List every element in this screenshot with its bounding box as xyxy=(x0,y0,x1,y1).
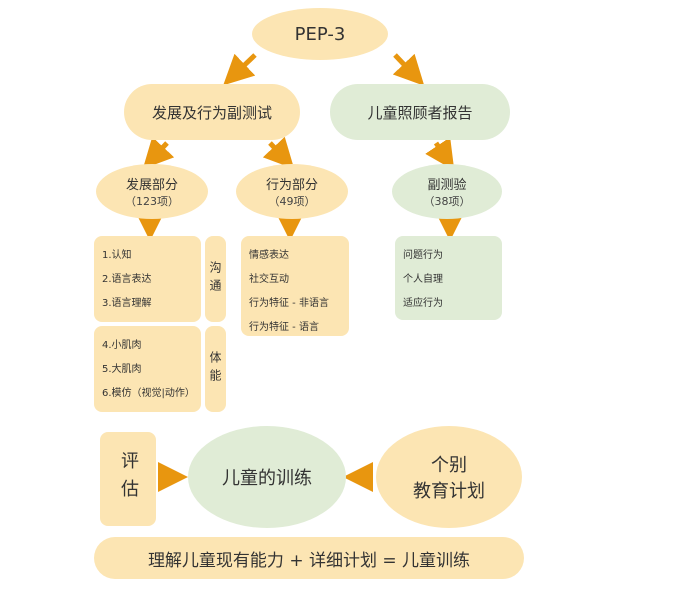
training-node: 儿童的训练 xyxy=(188,426,346,528)
list-item: 3.语言理解 xyxy=(102,298,152,309)
development-part-count: （123项） xyxy=(125,195,179,208)
communication-tag-label: 沟通 xyxy=(208,261,222,297)
arrow-root-to-left xyxy=(223,53,257,86)
branch-right-label: 儿童照顾者报告 xyxy=(367,103,473,122)
list-item: 2.语言表达 xyxy=(102,274,152,285)
branch-development-behavior: 发展及行为副测试 xyxy=(124,84,300,140)
root-node: PEP-3 xyxy=(252,8,388,60)
list-item: 4.小肌肉 xyxy=(102,340,142,351)
development-part-node: 发展部分 （123项） xyxy=(96,164,208,219)
arrow-left-to-beh xyxy=(262,136,295,169)
development-part-title: 发展部分 xyxy=(125,178,178,193)
iep-line2: 教育计划 xyxy=(413,481,485,502)
list-item: 问题行为 xyxy=(403,250,443,261)
behavior-part-title: 行为部分 xyxy=(265,178,318,193)
iep-node: 个别 教育计划 xyxy=(376,426,522,528)
list-item: 行为特征 - 非语言 xyxy=(249,298,329,309)
physical-tag-label: 体能 xyxy=(208,351,222,387)
behavior-part-node: 行为部分 （49项） xyxy=(236,164,348,219)
behavior-part-count: （49项） xyxy=(268,195,316,208)
list-item: 个人自理 xyxy=(403,274,443,285)
list-item: 1.认知 xyxy=(102,250,132,261)
list-item: 6.模仿（视觉|动作） xyxy=(102,388,195,399)
list-item: 情感表达 xyxy=(249,250,289,261)
subtest-count: （38项） xyxy=(423,195,471,208)
list-item: 5.大肌肉 xyxy=(102,364,142,375)
subtest-items-box: 问题行为 个人自理 适应行为 xyxy=(395,236,502,320)
arrow-root-to-right xyxy=(392,53,425,86)
subtest-node: 副测验 （38项） xyxy=(392,164,502,219)
behavior-items-box: 情感表达 社交互动 行为特征 - 非语言 行为特征 - 语言 xyxy=(241,236,349,336)
subtest-title: 副测验 xyxy=(427,178,467,193)
assess-label: 评估 xyxy=(118,451,139,507)
list-item: 适应行为 xyxy=(403,298,443,309)
formula-text: 理解儿童现有能力 + 详细计划 = 儿童训练 xyxy=(147,550,471,571)
physical-items-box: 4.小肌肉 5.大肌肉 6.模仿（视觉|动作） xyxy=(94,326,201,412)
branch-left-label: 发展及行为副测试 xyxy=(151,103,272,122)
branch-caregiver-report: 儿童照顾者报告 xyxy=(330,84,510,140)
list-item: 行为特征 - 语言 xyxy=(249,322,319,333)
arrow-left-to-dev xyxy=(142,136,175,169)
communication-items-box: 1.认知 2.语言表达 3.语言理解 xyxy=(94,236,201,322)
arrow-right-to-subtest xyxy=(425,137,455,171)
assess-box: 评估 xyxy=(100,432,156,526)
root-label: PEP-3 xyxy=(294,23,346,45)
list-item: 社交互动 xyxy=(249,274,289,285)
training-label: 儿童的训练 xyxy=(222,468,312,489)
physical-tag: 体能 xyxy=(205,326,226,412)
iep-line1: 个别 xyxy=(431,455,467,476)
formula-bar: 理解儿童现有能力 + 详细计划 = 儿童训练 xyxy=(94,537,524,579)
communication-tag: 沟通 xyxy=(205,236,226,322)
